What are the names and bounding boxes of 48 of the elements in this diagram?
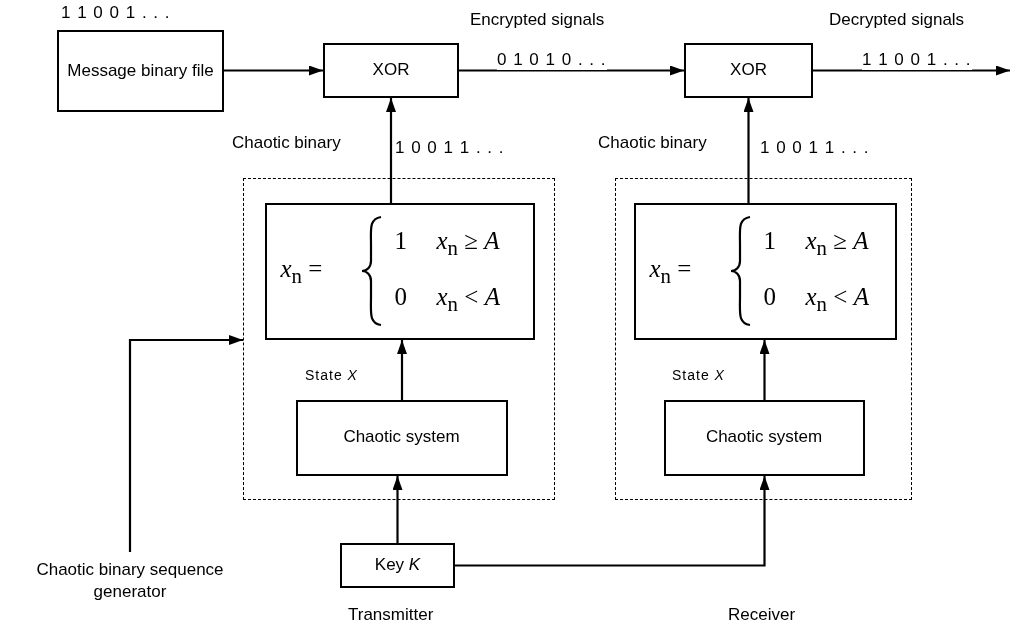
- formula-text: 0: [763, 281, 776, 312]
- bit-sequence: 1 1 0 0 1 . . .: [61, 3, 171, 23]
- node-text: Key K: [373, 554, 422, 577]
- text-label: Receiver: [728, 605, 796, 625]
- formula-text: x$_{n}$ =: [280, 253, 323, 290]
- formula-text: 1: [763, 225, 776, 256]
- arrow: [392, 476, 403, 543]
- node-text: Chaotic system: [342, 426, 461, 449]
- edge-label: State X: [305, 367, 358, 383]
- process-box: [663, 399, 865, 476]
- dashed-group-box: [243, 178, 555, 500]
- arrow: [813, 65, 1010, 76]
- arrow: [224, 65, 323, 76]
- process-box: [57, 30, 224, 112]
- formula-text: x$_{n}$ ≥ A: [805, 225, 869, 262]
- process-box: [340, 543, 455, 588]
- process-box: [323, 43, 459, 98]
- node-text: Message binary file: [66, 59, 215, 82]
- node-text: Chaotic binary sequence generator: [35, 558, 225, 603]
- process-box: [295, 399, 508, 476]
- arrow: [128, 335, 243, 552]
- edge-label: State X: [672, 367, 725, 383]
- formula-text: x$_{n}$ < A: [805, 281, 869, 318]
- text-label: Decrypted signals: [829, 10, 965, 30]
- formula-text: x$_{n}$ < A: [436, 281, 500, 318]
- dashed-group-box: [615, 178, 912, 500]
- formula-text: x$_{n}$ ≥ A: [436, 225, 500, 262]
- process-box: [684, 43, 813, 98]
- arrow: [459, 65, 684, 76]
- node-text: XOR: [729, 59, 768, 82]
- arrow: [759, 340, 770, 400]
- formula-text: 1: [394, 225, 407, 256]
- edge-label: 1 1 0 0 1 . . .: [862, 50, 972, 70]
- formula-box: [633, 202, 897, 340]
- arrow: [743, 98, 754, 203]
- arrow: [455, 476, 770, 567]
- node-text: Chaotic system: [704, 426, 824, 449]
- edge-label: 0 1 0 1 0 . . .: [497, 50, 607, 70]
- arrow: [386, 98, 396, 203]
- node-text: XOR: [371, 59, 411, 82]
- arrow: [397, 340, 407, 400]
- text-label: Encrypted signals: [470, 10, 605, 30]
- text-label: Transmitter: [348, 605, 434, 625]
- text-label: Chaotic binary: [598, 133, 707, 153]
- text-label: Chaotic binary: [232, 133, 341, 153]
- formula-box: [264, 202, 535, 340]
- formula-text: x$_{n}$ =: [649, 253, 692, 290]
- formula-text: 0: [394, 281, 407, 312]
